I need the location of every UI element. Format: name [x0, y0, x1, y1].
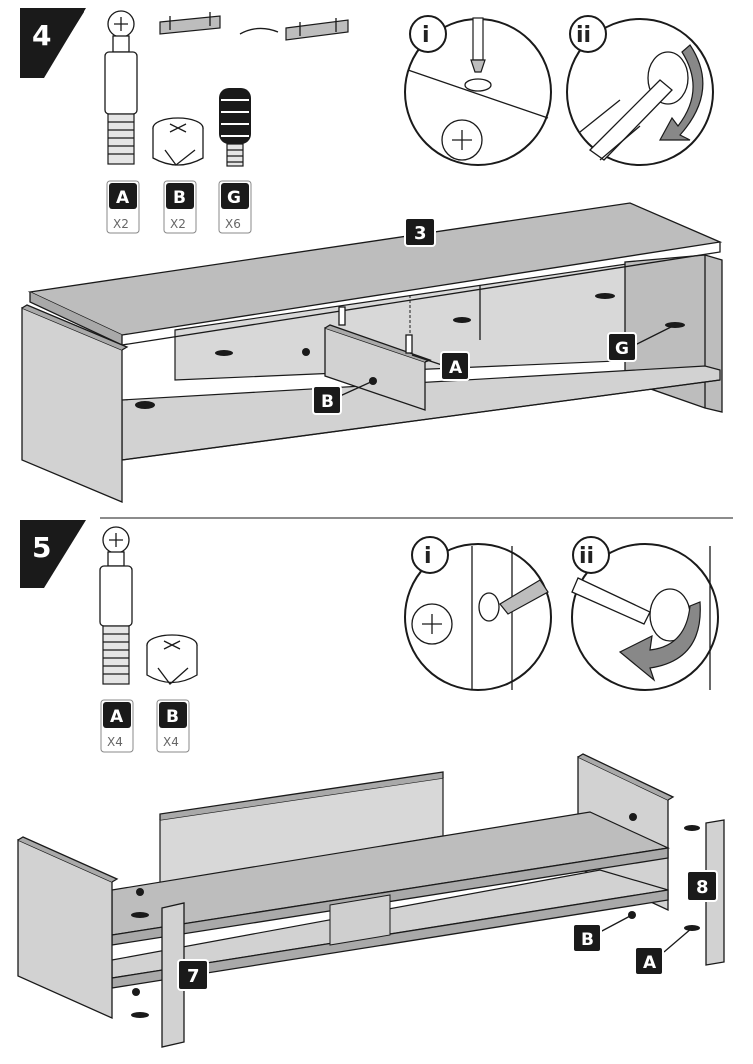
- panel-label-8: 8: [686, 870, 718, 902]
- part-a-qty: X4: [107, 735, 123, 749]
- detail-i-label: i: [424, 544, 432, 569]
- step-4-number: 4: [32, 19, 51, 52]
- part-a-letter: A: [116, 188, 130, 208]
- step-4-badge: 4: [20, 8, 86, 78]
- callout-a-letter: A: [643, 953, 657, 973]
- panel-8-number: 8: [696, 877, 709, 898]
- part-g-qty: X6: [225, 217, 241, 231]
- part-label-b: B X2: [163, 180, 197, 234]
- bracket-flip-icon: [159, 12, 349, 41]
- callout-a-step5: A: [634, 927, 693, 976]
- detail-i-label: i: [422, 23, 430, 48]
- part-g-letter: G: [227, 188, 241, 208]
- cam-dowel-icon: [99, 526, 133, 685]
- part-a-qty: X2: [113, 217, 129, 231]
- rotate-arrow-icon: [658, 44, 704, 141]
- cam-lock-icon: [152, 117, 204, 166]
- step-5-number: 5: [32, 531, 51, 564]
- callout-b-letter: B: [321, 392, 334, 412]
- step-5-section: 5 A X4 B X4: [17, 520, 725, 1048]
- part-b-letter: B: [173, 188, 186, 208]
- detail-ii-label: ii: [576, 23, 591, 48]
- callout-b-step5: B: [572, 914, 633, 953]
- step-5-cabinet-drawing: [17, 753, 725, 1048]
- detail-ii-circle: ii: [571, 536, 719, 691]
- callout-b-letter: B: [581, 930, 594, 950]
- panel-7-number: 7: [187, 966, 200, 987]
- detail-i-circle: i: [404, 15, 552, 166]
- part-label-a: A X4: [100, 699, 134, 753]
- step-4-cabinet-drawing: [21, 202, 723, 503]
- part-b-qty: X4: [163, 735, 179, 749]
- detail-ii-circle: ii: [566, 15, 714, 166]
- callout-a-step4: A: [411, 351, 470, 381]
- callout-g-step4: G: [607, 324, 676, 362]
- detail-i-circle: i: [404, 536, 552, 691]
- wooden-dowel-icon: [219, 88, 251, 167]
- part-b-letter: B: [166, 707, 179, 727]
- cam-lock-icon: [146, 634, 198, 685]
- panel-label-7: 7: [177, 959, 209, 991]
- part-label-g: G X6: [218, 180, 252, 234]
- callout-b-step4: B: [312, 380, 374, 415]
- part-a-letter: A: [110, 707, 124, 727]
- step-4-section: 4 A X2: [20, 8, 723, 503]
- part-label-b: B X4: [156, 699, 190, 753]
- detail-ii-label: ii: [579, 544, 594, 569]
- part-label-a: A X2: [106, 180, 140, 234]
- callout-g-letter: G: [615, 339, 629, 359]
- rotate-arrow-icon: [618, 601, 701, 682]
- panel-label-3: 3: [404, 217, 436, 247]
- step-5-badge: 5: [20, 520, 86, 588]
- cam-dowel-icon: [104, 10, 138, 165]
- callout-a-letter: A: [449, 358, 463, 378]
- part-b-qty: X2: [170, 217, 186, 231]
- panel-3-number: 3: [414, 223, 427, 244]
